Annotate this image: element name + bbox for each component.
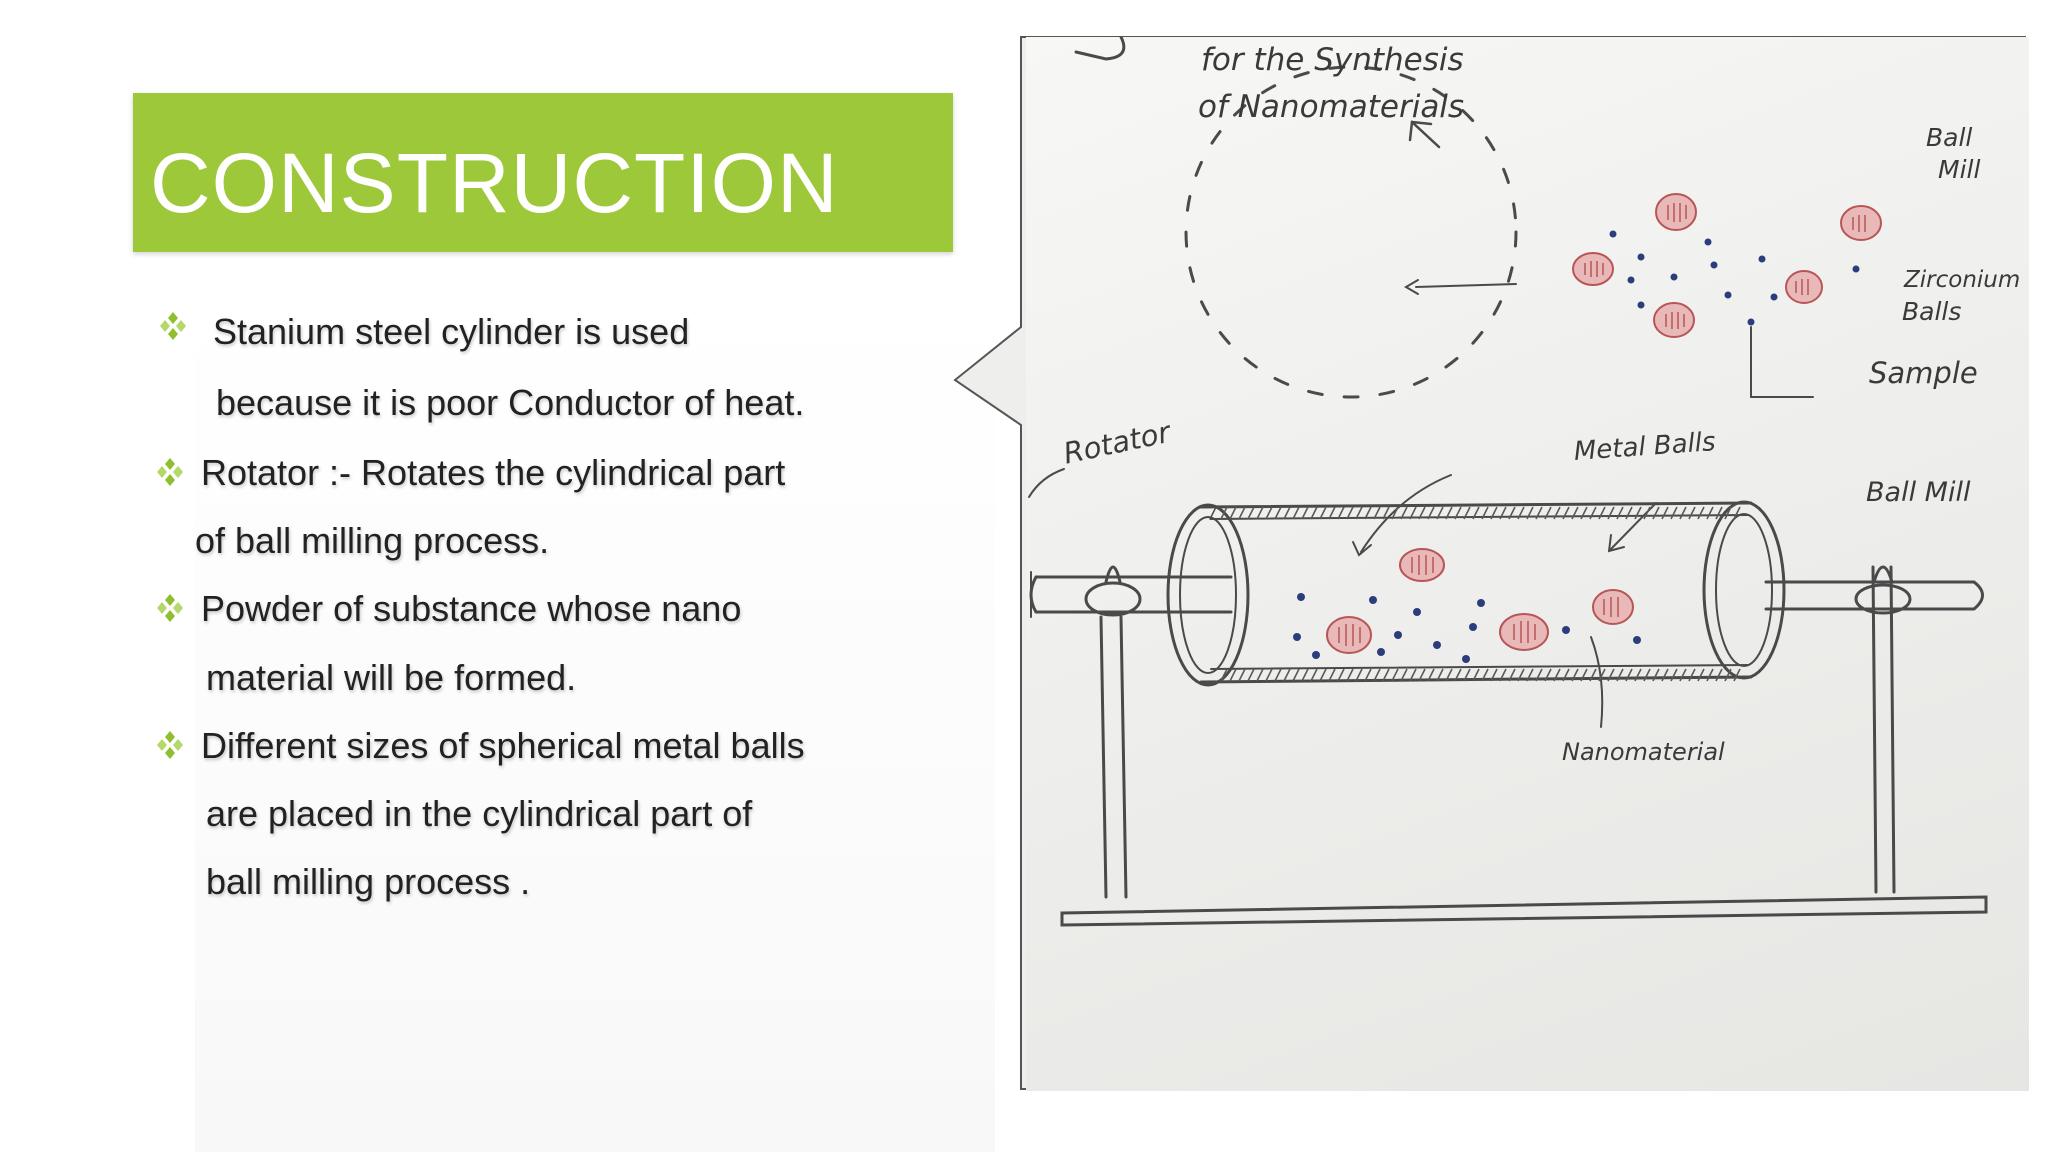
label-ball-mill-top-1: Ball (1926, 123, 1973, 152)
title-banner: CONSTRUCTION (133, 93, 953, 252)
label-zirconium-1: Zirconium (1904, 267, 2021, 293)
label-ball-mill-top-2: Mill (1938, 155, 1981, 184)
bullet-4-line-2: are placed in the cylindrical part of (206, 793, 753, 834)
bullet-3-line-2: material will be formed. (206, 657, 577, 698)
label-zirconium-2: Balls (1902, 297, 1962, 326)
bullet-3-line-1: Powder of substance whose nano (201, 588, 742, 629)
background-shade (195, 300, 995, 1152)
sketch-heading-line-2: of Nanomaterials (1198, 89, 1465, 125)
bullet-4-line-3: ball milling process . (206, 861, 531, 902)
sketch-heading-line-1: for the Synthesis (1201, 42, 1464, 78)
ball-mill-drawing (1028, 37, 1988, 927)
diamond-cluster-icon (157, 731, 183, 759)
diamond-cluster-icon (157, 594, 183, 622)
label-sample: Sample (1869, 356, 1978, 390)
diamond-cluster-icon (160, 312, 186, 340)
bullet-4-line-1: Different sizes of spherical metal balls (201, 725, 805, 766)
label-nanomaterial: Nanomaterial (1562, 738, 1725, 766)
bullet-1-line-2: because it is poor Conductor of heat. (216, 382, 805, 423)
bullet-1-line-1: Stanium steel cylinder is used (213, 311, 690, 352)
diamond-cluster-icon (157, 458, 183, 486)
bullet-list: Stanium steel cylinder is used because i… (0, 0, 1000, 1152)
bullet-2-line-2: of ball milling process. (195, 520, 550, 561)
bullet-2-line-1: Rotator :- Rotates the cylindrical part (201, 452, 786, 493)
label-ball-mill-right: Ball Mill (1866, 477, 1971, 508)
slide-title: CONSTRUCTION (150, 136, 839, 230)
ball-mill-sketch: for the Synthesis of Nanomaterials Ball … (1026, 37, 2029, 1091)
